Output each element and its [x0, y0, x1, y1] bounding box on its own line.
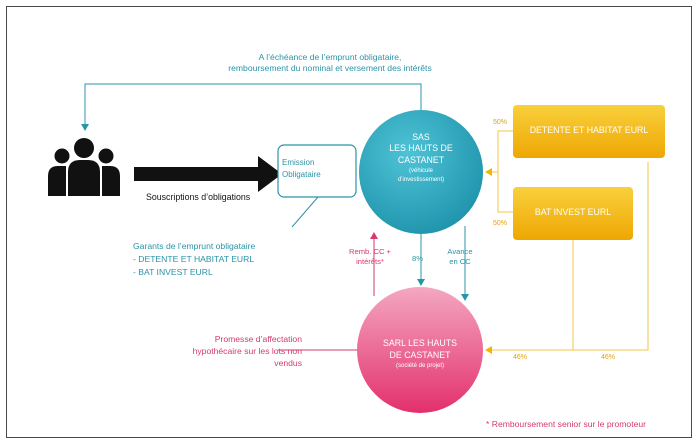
sas-sarl-flows: [370, 226, 469, 301]
batinvest-box: [513, 187, 633, 240]
avance-label: Avance en CC: [440, 247, 480, 267]
sarl-line2: DE CASTANET: [389, 349, 451, 360]
avance-line2: en CC: [449, 256, 471, 266]
sas-sub1: (véhicule: [408, 168, 433, 175]
garants-title: Garants de l’emprunt obligataire: [133, 241, 256, 251]
sas-line2: LES HAUTS DE: [389, 143, 453, 154]
sarl-circle: [357, 287, 483, 413]
sarl-line1: SARL LES HAUTS: [383, 338, 457, 348]
sarl-label: SARL LES HAUTS DE CASTANET (société de p…: [356, 338, 484, 371]
remb-label: Remb. CC + intérêts*: [338, 247, 402, 267]
avance-line1: Avance: [447, 247, 473, 256]
sarl-sub: (société de projet): [395, 362, 445, 369]
emission-box: [277, 144, 357, 198]
sas-in-sarl-pct: 8%: [412, 254, 423, 263]
garants-connector: [291, 196, 319, 228]
batinvest-sarl-pct: 46%: [513, 354, 528, 361]
subscription-arrow: [134, 156, 282, 192]
promesse-label: Promesse d’affectation hypothécaire sur …: [170, 333, 302, 369]
garants-item1: - DETENTE ET HABITAT EURL: [133, 253, 255, 264]
remb-line2: intérêts*: [356, 256, 384, 266]
subscription-label: Souscriptions d’obligations: [146, 192, 251, 202]
ownership-lines: [485, 130, 649, 354]
sas-circle: [359, 110, 483, 234]
repayment-note-line2: remboursement du nominal et versement de…: [228, 63, 432, 74]
sas-sub2: d’investissement): [397, 177, 445, 184]
emission-line2: Obligataire: [282, 169, 321, 179]
garants-item2: - BAT INVEST EURL: [133, 266, 213, 277]
repayment-loop-arrow: [81, 83, 422, 131]
promesse-line3: vendus: [274, 358, 302, 369]
emission-label: Emission Obligataire: [282, 157, 346, 180]
sas-line3: CASTANET: [397, 154, 445, 165]
detente-box: [513, 105, 665, 158]
sas-line1: SAS: [412, 132, 430, 142]
repayment-note: A l’échéance de l’emprunt obligataire, r…: [120, 52, 540, 74]
promesse-line1: Promesse d’affectation: [214, 334, 302, 344]
investors-group-icon: [48, 138, 120, 196]
footnote: * Remboursement senior sur le promoteur: [486, 419, 647, 429]
emission-line1: Emission: [282, 158, 315, 167]
repayment-note-line1: A l’échéance de l’emprunt obligataire,: [258, 52, 402, 62]
remb-line1: Remb. CC +: [349, 247, 391, 256]
detente-sas-pct: 50%: [493, 119, 508, 126]
detente-sarl-pct: 46%: [601, 354, 616, 361]
batinvest-sas-pct: 50%: [493, 220, 508, 227]
garants-block: Garants de l’emprunt obligataire - DETEN…: [133, 240, 255, 279]
promesse-line2: hypothécaire sur les lots non: [192, 346, 302, 357]
detente-label: DETENTE ET HABITAT EURL: [529, 125, 649, 135]
sas-label: SAS LES HAUTS DE CASTANET (véhicule d’in…: [360, 132, 482, 184]
batinvest-label: BAT INVEST EURL: [534, 207, 612, 217]
